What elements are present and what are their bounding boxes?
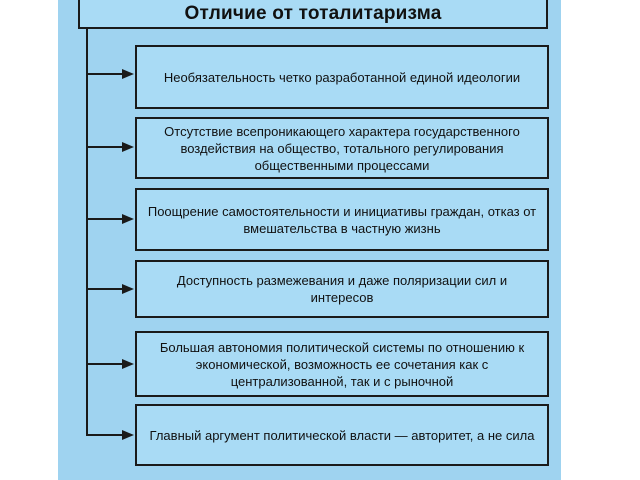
connector-2 xyxy=(86,146,124,148)
connector-4 xyxy=(86,288,124,290)
arrow-6 xyxy=(122,430,134,440)
difference-box-4: Доступность размежевания и даже поляриза… xyxy=(135,260,549,318)
connector-5 xyxy=(86,363,124,365)
difference-box-1: Необязательность четко разработанной еди… xyxy=(135,45,549,109)
connector-3 xyxy=(86,218,124,220)
arrow-1 xyxy=(122,69,134,79)
arrow-2 xyxy=(122,142,134,152)
difference-box-3: Поощрение самостоятельности и инициативы… xyxy=(135,188,549,251)
connector-6 xyxy=(86,434,124,436)
arrow-4 xyxy=(122,284,134,294)
difference-box-2: Отсутствие всепроникающего характера гос… xyxy=(135,117,549,179)
difference-box-5: Большая автономия политической системы п… xyxy=(135,331,549,397)
difference-box-6: Главный аргумент политической власти — а… xyxy=(135,404,549,466)
connector-1 xyxy=(86,73,124,75)
arrow-3 xyxy=(122,214,134,224)
arrow-5 xyxy=(122,359,134,369)
connector-spine xyxy=(86,29,88,436)
diagram-title: Отличие от тоталитаризма xyxy=(78,0,548,29)
